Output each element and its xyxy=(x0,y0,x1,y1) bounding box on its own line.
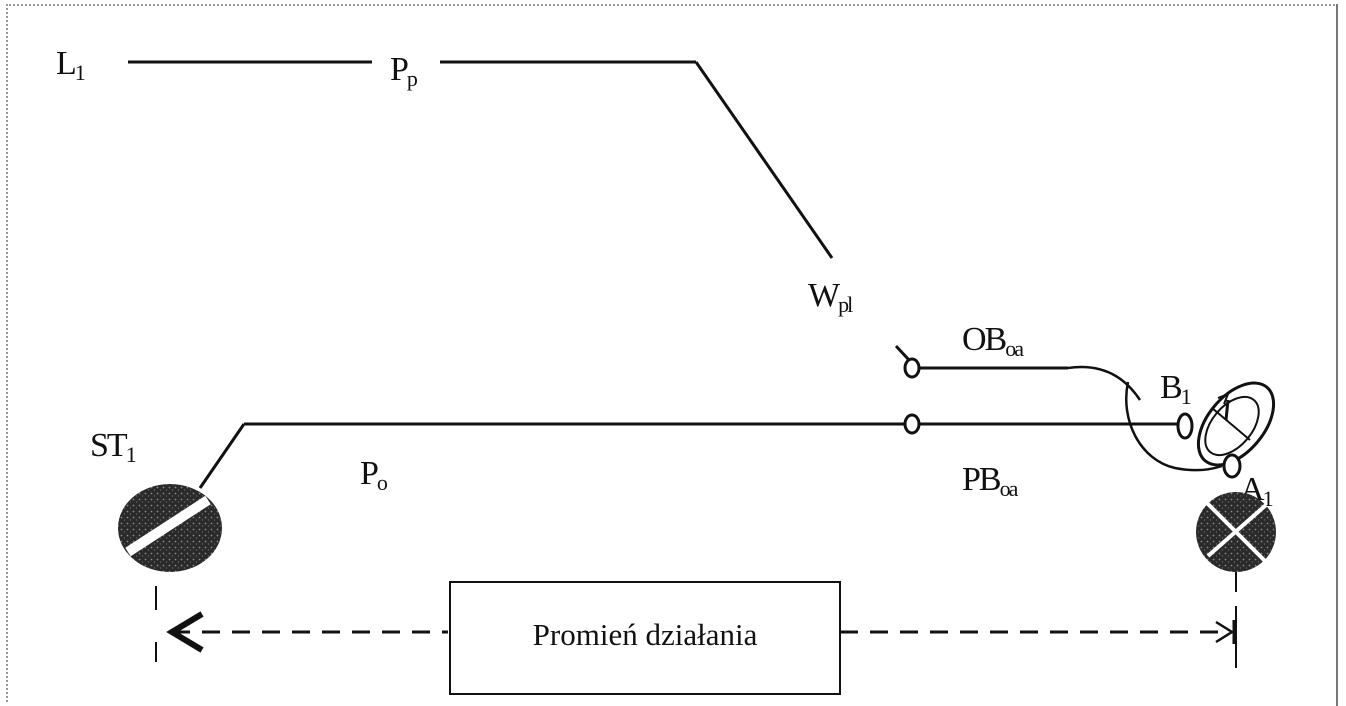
range-box xyxy=(449,581,841,695)
label-Wpl: Wpl xyxy=(808,277,853,317)
label-Po: Po xyxy=(360,455,388,495)
switch-blade xyxy=(894,344,911,362)
label-B1: B1 xyxy=(1160,369,1191,409)
label-ST1: ST1 xyxy=(90,427,136,467)
frame-right-edge xyxy=(1336,4,1338,706)
diagonal-conductor xyxy=(694,61,834,259)
label-L1: L1 xyxy=(56,45,85,85)
st1-feed-line xyxy=(198,423,246,489)
st1-earth-electrode-icon xyxy=(118,484,222,572)
a1-earth-electrode-icon xyxy=(1196,492,1276,592)
switch-contact-upper xyxy=(903,357,921,379)
return-cable-curve xyxy=(1125,381,1223,472)
label-PBoa: PBoa xyxy=(962,461,1019,501)
range-box-label: Promień działania xyxy=(533,617,758,652)
arrow-head-right-icon xyxy=(1215,620,1235,644)
label-Pp: Pp xyxy=(390,51,418,91)
cable-reel-device xyxy=(1196,381,1276,479)
label-OBoa: OBoa xyxy=(962,321,1024,361)
b1-contact xyxy=(1176,412,1194,440)
oboa-curve xyxy=(1067,365,1142,401)
switch-contact-lower xyxy=(903,413,921,435)
